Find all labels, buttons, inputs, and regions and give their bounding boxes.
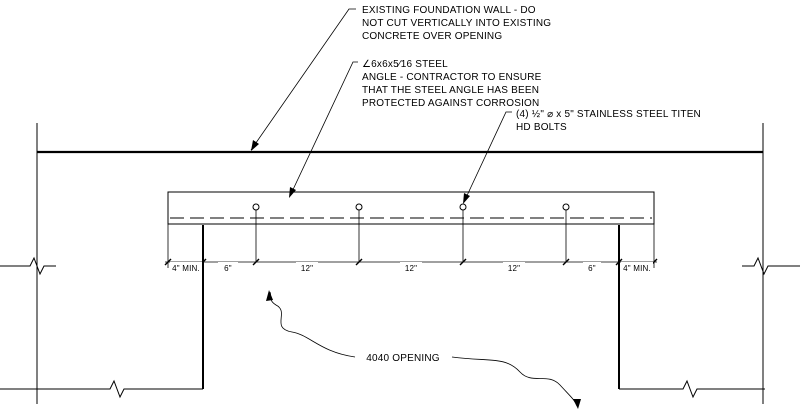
foundation-wall-leader (250, 8, 356, 151)
bolts-note-line-2: HD BOLTS (516, 122, 567, 133)
dim-right-edge: 6" (588, 264, 596, 273)
foundation-wall (0, 123, 800, 404)
bolt (459, 203, 467, 262)
dim-bolt-spacing-3: 12" (508, 264, 520, 273)
dim-bolt-spacing-1: 12" (301, 264, 313, 273)
dim-left-edge: 6" (224, 264, 232, 273)
steel-angle-note-line-3: THAT THE STEEL ANGLE HAS BEEN (362, 85, 539, 96)
steel-angle (167, 191, 655, 225)
bottom-right-break-line (619, 379, 765, 399)
foundation-wall-note-line-2: NOT CUT VERTICALLY INTO EXISTING (362, 18, 551, 29)
steel-angle-leader (289, 61, 358, 197)
notes: EXISTING FOUNDATION WALL - DO NOT CUT VE… (362, 5, 701, 364)
left-break-line (0, 256, 56, 276)
bolts-note-line-1: (4) ½" ⌀ x 5" STAINLESS STEEL TITEN (516, 109, 701, 120)
foundation-wall-note-line-3: CONCRETE OVER OPENING (362, 31, 502, 42)
bolt (562, 203, 570, 262)
bolts (252, 203, 570, 262)
steel-angle-note-line-2: ANGLE - CONTRACTOR TO ENSURE (362, 72, 542, 83)
opening-label: 4040 OPENING (366, 353, 440, 364)
bottom-left-break-line (0, 379, 203, 399)
opening-leader-left (269, 291, 356, 358)
opening-leader-right (451, 356, 578, 407)
dim-bolt-spacing-2: 12" (405, 264, 417, 273)
dimension-string: 4" MIN. 6" 12" 12" 12" 6" 4" MIN. (164, 224, 658, 273)
bolt (355, 203, 363, 262)
steel-angle-note-line-1: ∠6x6x5⁄16 STEEL (362, 59, 448, 70)
bolt-leader (463, 111, 512, 203)
steel-angle-note-line-4: PROTECTED AGAINST CORROSION (362, 98, 539, 109)
leaders (250, 8, 581, 409)
dim-right-min: 4" MIN. (623, 264, 651, 273)
dim-left-min: 4" MIN. (172, 264, 200, 273)
right-break-line (742, 256, 800, 276)
bolt (252, 203, 260, 262)
foundation-wall-note-line-1: EXISTING FOUNDATION WALL - DO (362, 5, 536, 16)
